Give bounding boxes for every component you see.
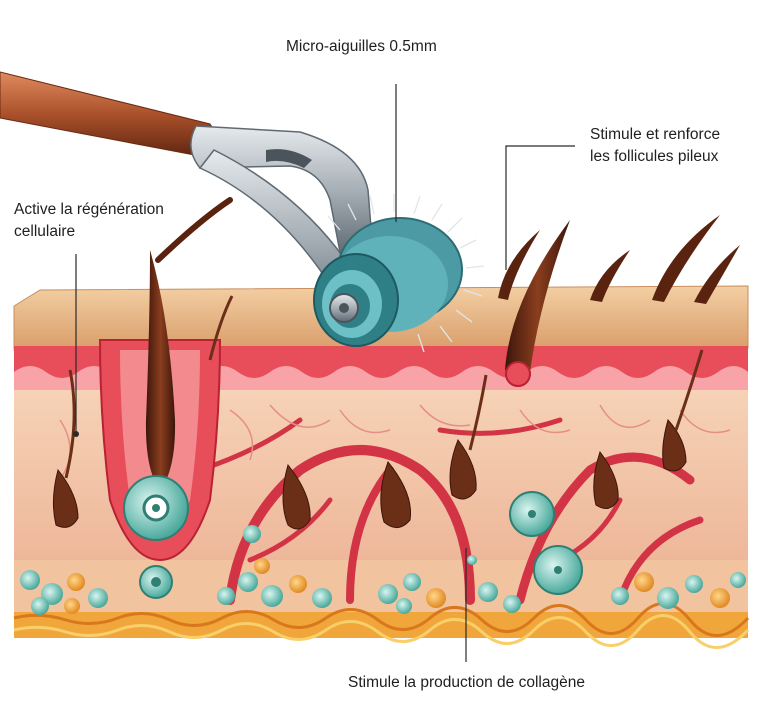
derma-roller-icon [0,71,485,353]
roller-neck [190,125,373,256]
callout-lines [75,84,575,662]
label-micro-needles: Micro-aiguilles 0.5mm [286,36,437,58]
label-micro-needles-text: Micro-aiguilles 0.5mm [286,38,437,55]
dermal-follicles [52,418,687,530]
dermal-fibers [59,404,731,481]
dermal-stem-cells [243,491,583,595]
label-collagen: Stimule la production de collagène [348,672,585,694]
skin-block [13,197,750,649]
large-hair-follicle [98,197,233,599]
follicles-leader [505,145,575,270]
dermal-hair-shafts [64,295,704,479]
roller-handle [0,71,217,159]
label-follicles: Stimule et renforce les follicules pileu… [590,124,720,168]
label-regeneration: Active la régénération cellulaire [14,199,164,243]
surface-hairs [498,215,740,372]
label-regeneration-line1: Active la régénération [14,201,164,218]
hypodermis-cells [20,558,746,615]
label-collagen-text: Stimule la production de collagène [348,674,585,691]
label-follicles-line2: les follicules pileux [590,148,719,165]
label-follicles-line1: Stimule et renforce [590,126,721,143]
label-regeneration-line2: cellulaire [14,223,76,240]
follicle-pore [505,361,531,387]
